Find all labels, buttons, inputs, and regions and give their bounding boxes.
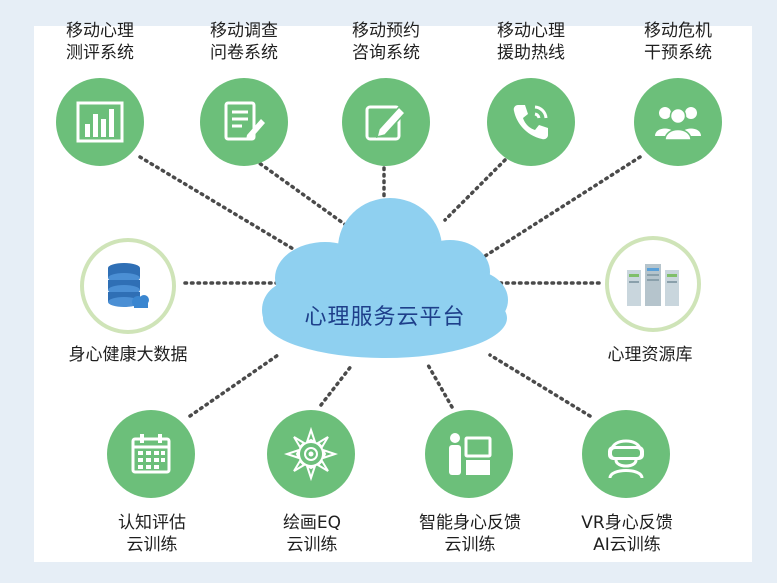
node-vr-ai-training[interactable] [582, 410, 670, 498]
node-mobile-assessment[interactable] [56, 78, 144, 166]
node-mobile-hotline[interactable] [487, 78, 575, 166]
document-edit-icon [224, 101, 265, 141]
node-label-mobile-crisis: 移动危机干预系统 [644, 21, 712, 63]
node-drawing-eq-training[interactable] [267, 410, 355, 498]
people-icon [655, 107, 701, 141]
node-label-biofeedback-training: 智能身心反馈云训练 [419, 513, 521, 555]
node-biofeedback-training[interactable] [425, 410, 513, 498]
database-cloud-icon [108, 263, 149, 308]
node-health-big-data[interactable] [80, 238, 176, 334]
edit-box-icon [365, 105, 407, 141]
server-rack-icon [627, 264, 679, 306]
node-label-mobile-appointment: 移动预约咨询系统 [352, 21, 420, 63]
node-label-cognitive-training: 认知评估云训练 [118, 513, 186, 555]
mandala-icon [284, 427, 338, 481]
cloud-shape [262, 198, 508, 358]
node-mobile-crisis[interactable] [634, 78, 722, 166]
node-label-mobile-survey: 移动调查问卷系统 [210, 21, 278, 63]
calendar-icon [131, 434, 171, 474]
node-label-health-big-data: 身心健康大数据 [68, 345, 188, 365]
person-device-icon [449, 433, 492, 475]
phone-icon [513, 105, 548, 140]
node-label-mobile-assessment: 移动心理测评系统 [66, 21, 134, 63]
node-mobile-appointment[interactable] [342, 78, 430, 166]
node-mobile-survey[interactable] [200, 78, 288, 166]
bar-chart-icon [76, 101, 124, 143]
center-platform-label: 心理服务云平台 [304, 305, 466, 330]
vr-headset-icon [608, 439, 644, 479]
node-cognitive-training[interactable] [107, 410, 195, 498]
node-label-psych-resources: 心理资源库 [607, 345, 693, 365]
node-psych-resources[interactable] [605, 236, 701, 332]
node-label-mobile-hotline: 移动心理援助热线 [497, 21, 565, 63]
